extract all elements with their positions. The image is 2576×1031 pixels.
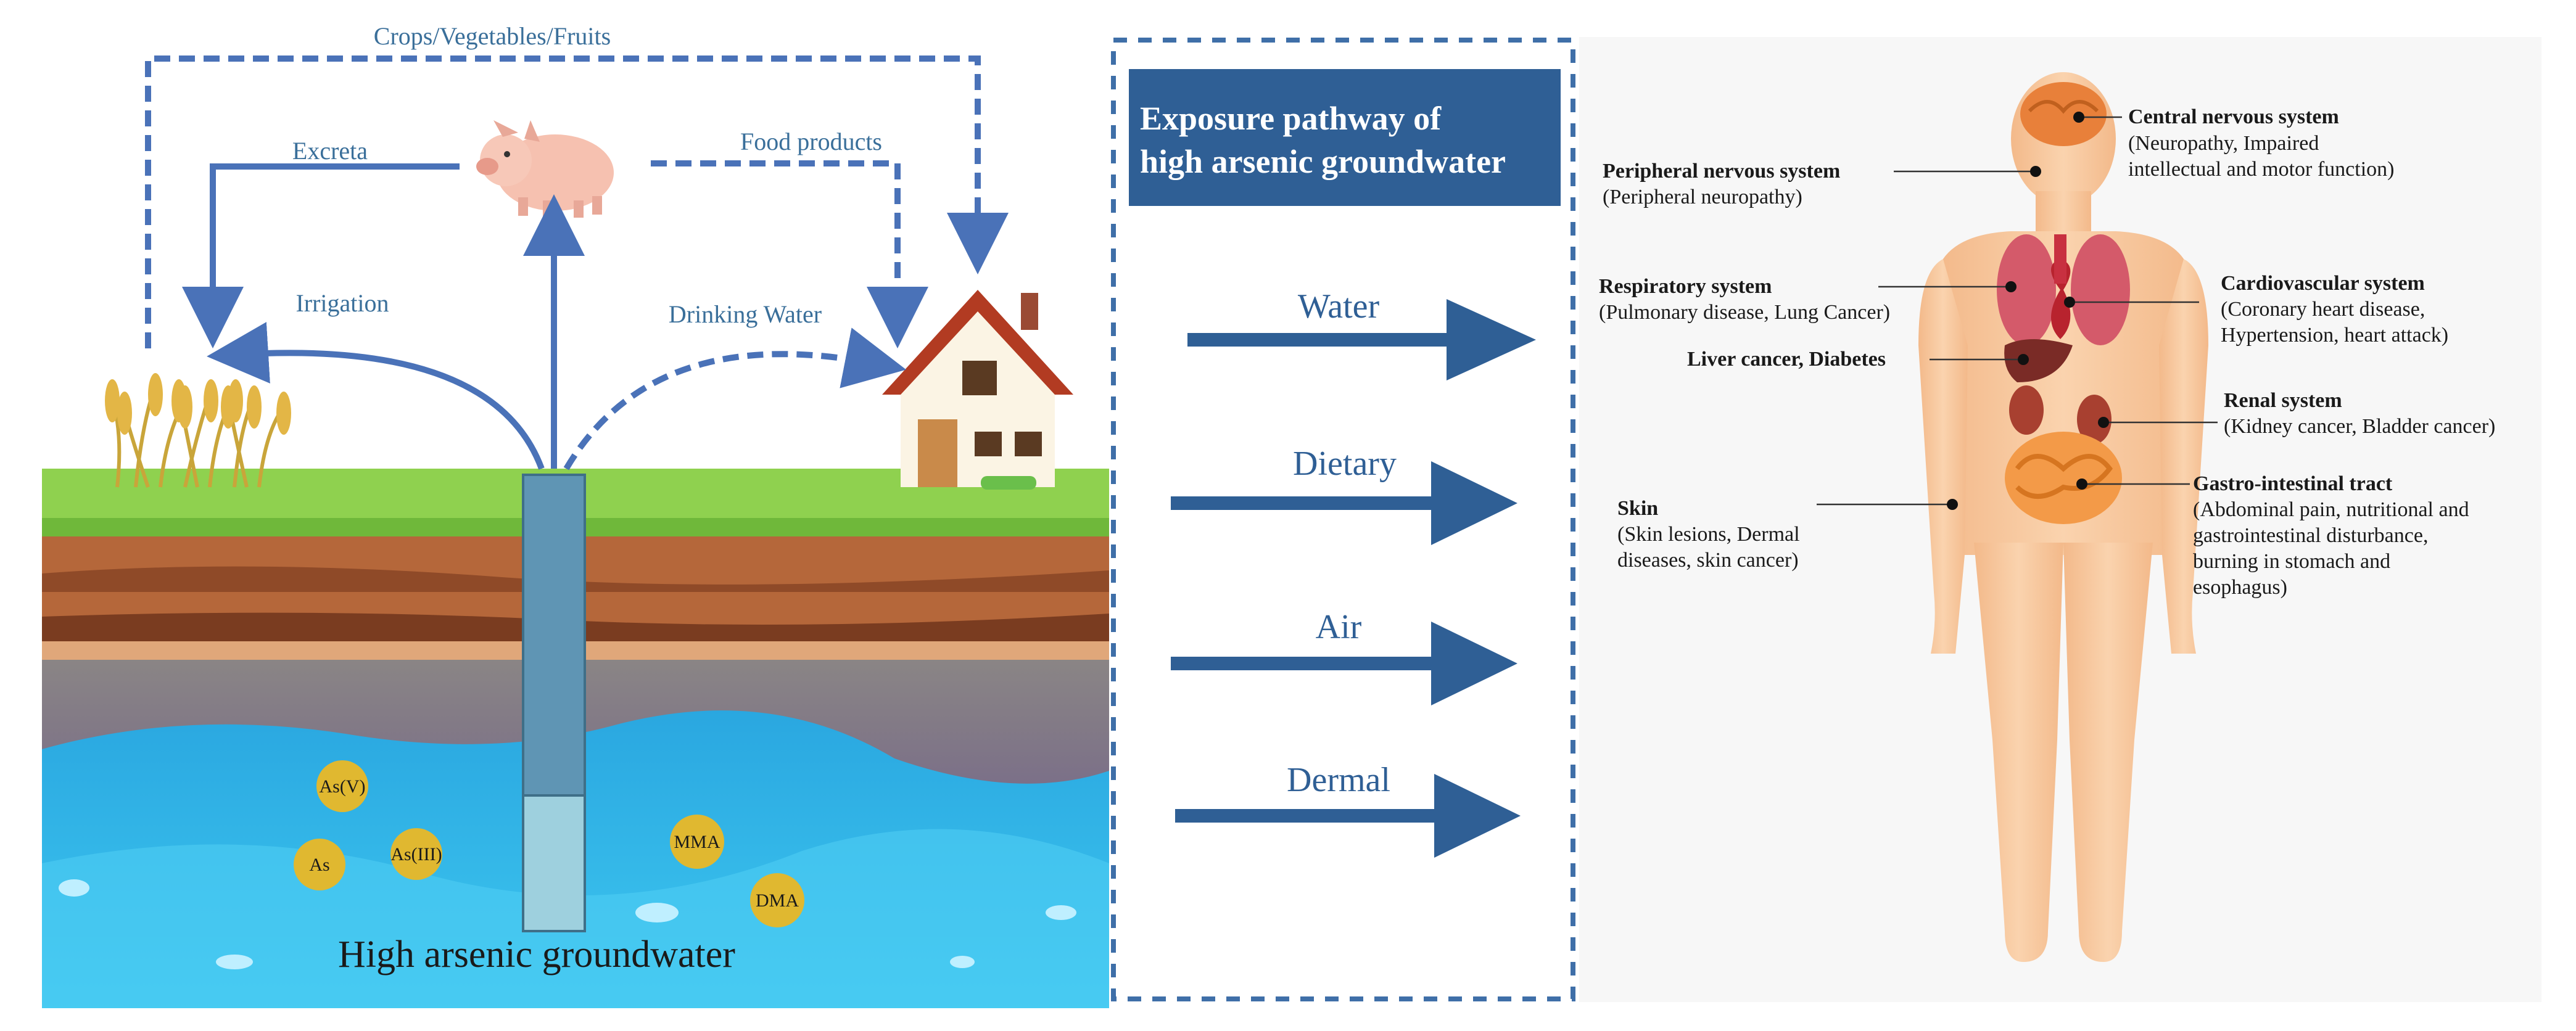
- crops-pathway-arrow: [145, 55, 1009, 348]
- organ-labels: Central nervous system (Neuropathy, Impa…: [1599, 105, 2495, 599]
- pathway-dermal-label: Dermal: [1287, 761, 1390, 799]
- title-line-2: high arsenic groundwater: [1140, 143, 1506, 180]
- pathway-dietary: Dietary: [1171, 445, 1517, 545]
- liver-icon: [2004, 339, 2073, 382]
- respiratory-detail-1: (Pulmonary disease, Lung Cancer): [1599, 301, 1890, 324]
- peripheral-nervous-title: Peripheral nervous system: [1603, 160, 1840, 183]
- central-nervous-detail-2: intellectual and motor function): [2128, 158, 2394, 181]
- irrigation-arrow: [207, 322, 545, 470]
- pathway-water-label: Water: [1298, 287, 1380, 326]
- title-line-1: Exposure pathway of: [1140, 100, 1442, 137]
- crops-label: Crops/Vegetables/Fruits: [374, 22, 611, 50]
- species-mma: MMA: [674, 832, 720, 852]
- arsenic-species: As(V) As As(III) MMA DMA: [294, 760, 804, 927]
- pathway-water: Water: [1187, 287, 1536, 380]
- title-box: [1129, 69, 1561, 206]
- gi-tract-title: Gastro-intestinal tract: [2193, 472, 2393, 495]
- species-as: As: [309, 855, 329, 875]
- cardiovascular-title: Cardiovascular system: [2221, 272, 2425, 295]
- excreta-arrow: [182, 163, 460, 348]
- pathway-dietary-label: Dietary: [1293, 445, 1397, 483]
- liver-title: Liver cancer, Diabetes: [1687, 348, 1886, 371]
- pathway-dermal: Dermal: [1175, 761, 1521, 858]
- right-panel: Central nervous system (Neuropathy, Impa…: [1579, 37, 2541, 1002]
- skin-detail-2: diseases, skin cancer): [1617, 549, 1799, 572]
- groundwater-label: High arsenic groundwater: [338, 934, 735, 976]
- left-panel: Crops/Vegetables/Fruits Excreta Food pro…: [42, 22, 1109, 1008]
- peripheral-nervous-detail-1: (Peripheral neuropathy): [1603, 186, 1802, 208]
- irrigation-label: Irrigation: [295, 289, 389, 317]
- pig-icon: [476, 120, 614, 218]
- gi-tract-detail-3: burning in stomach and: [2193, 550, 2390, 573]
- gi-tract-detail-4: esophagus): [2193, 576, 2287, 599]
- gi-tract-detail-2: gastrointestinal disturbance,: [2193, 524, 2428, 547]
- central-nervous-detail-1: (Neuropathy, Impaired: [2128, 132, 2319, 155]
- skin-title: Skin: [1617, 497, 1658, 520]
- pathway-air: Air: [1171, 608, 1517, 705]
- brain-icon: [2020, 82, 2107, 146]
- renal-title: Renal system: [2224, 389, 2342, 412]
- gi-tract-detail-1: (Abdominal pain, nutritional and: [2193, 498, 2469, 521]
- leader-dots: [1947, 112, 2109, 510]
- central-nervous-title: Central nervous system: [2128, 105, 2339, 128]
- excreta-label: Excreta: [292, 137, 368, 165]
- middle-dashed-frame: [1111, 38, 1575, 1001]
- pathway-air-label: Air: [1316, 608, 1362, 646]
- house-icon: [882, 290, 1073, 490]
- drinking-water-arrow: [563, 327, 907, 470]
- renal-detail-1: (Kidney cancer, Bladder cancer): [2224, 415, 2495, 438]
- cardiovascular-detail-1: (Coronary heart disease,: [2221, 298, 2425, 321]
- respiratory-title: Respiratory system: [1599, 275, 1772, 298]
- middle-panel: Exposure pathway of high arsenic groundw…: [1111, 38, 1575, 1001]
- species-as-iii: As(III): [390, 844, 442, 865]
- leader-lines: [1817, 116, 2218, 506]
- food-products-arrow: [651, 160, 928, 348]
- species-dma: DMA: [756, 890, 799, 911]
- food-products-label: Food products: [740, 128, 882, 155]
- drinking-water-label: Drinking Water: [669, 300, 822, 328]
- cardiovascular-detail-2: Hypertension, heart attack): [2221, 324, 2448, 347]
- lungs-icon: [1997, 234, 2056, 345]
- skin-detail-1: (Skin lesions, Dermal: [1617, 523, 1800, 546]
- kidney-icon: [2009, 385, 2044, 435]
- species-as-v: As(V): [320, 776, 366, 797]
